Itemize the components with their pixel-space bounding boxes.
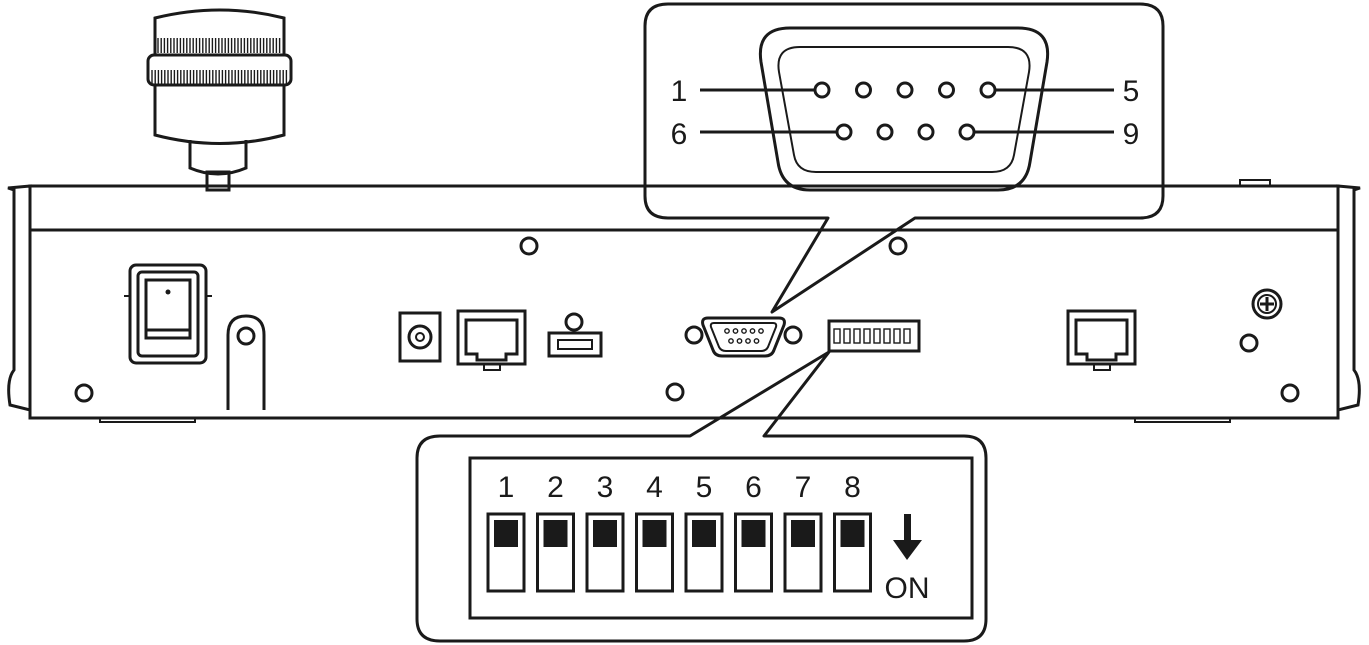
dip-switch-label-4: 4 — [646, 471, 663, 504]
db9-pin-6 — [835, 123, 853, 141]
db9-pin-7 — [876, 123, 894, 141]
usb-port — [547, 331, 603, 358]
dip-switch-knob-7 — [791, 520, 815, 547]
dc-power-jack — [398, 311, 442, 363]
dip-switch-knob-1 — [494, 520, 518, 547]
pin-label-9: 9 — [1123, 118, 1140, 151]
power-switch — [124, 263, 212, 365]
db9-pin-2 — [855, 81, 872, 99]
db9-pin-5 — [979, 81, 997, 99]
dip-switch-label-7: 7 — [795, 471, 812, 504]
arrow-down-icon — [893, 514, 922, 560]
pin-label-1: 1 — [671, 75, 688, 108]
dip-switch-label-1: 1 — [498, 471, 515, 504]
pin-label-6: 6 — [671, 118, 688, 151]
dip-switch-label-5: 5 — [696, 471, 713, 504]
mounting-holes — [74, 236, 1300, 403]
dip-switch-label-6: 6 — [745, 471, 762, 504]
dip-switch-knob-3 — [593, 520, 617, 547]
dip-switch-label-2: 2 — [547, 471, 564, 504]
cable-clamp — [226, 314, 266, 410]
serial-port-callout: 1 5 6 9 — [643, 2, 1165, 314]
db9-pin-9 — [958, 123, 976, 141]
rj45-port-left — [456, 309, 527, 371]
dip-switch-knob-2 — [543, 520, 568, 547]
db9-pin-4 — [938, 81, 955, 99]
dip-switch-knob-8 — [840, 520, 865, 547]
db9-pin-8 — [917, 123, 935, 141]
dip-switch-knob-4 — [642, 520, 667, 547]
dip-switch-label-8: 8 — [844, 471, 861, 504]
db9-serial-port — [684, 316, 803, 358]
on-label: ON — [885, 572, 930, 605]
pin-label-5: 5 — [1123, 75, 1140, 108]
rj45-port-right — [1066, 309, 1137, 371]
joystick-knob — [146, 8, 293, 192]
dip-switch-knob-5 — [692, 520, 716, 547]
db9-pin-1 — [813, 81, 831, 99]
dip-switch-label-3: 3 — [597, 471, 614, 504]
db9-pin-3 — [896, 81, 914, 99]
dip-switch-block — [827, 319, 921, 353]
ground-screw — [1251, 288, 1283, 320]
dip-switch-knob-6 — [741, 520, 766, 547]
device-body — [7, 179, 1361, 423]
